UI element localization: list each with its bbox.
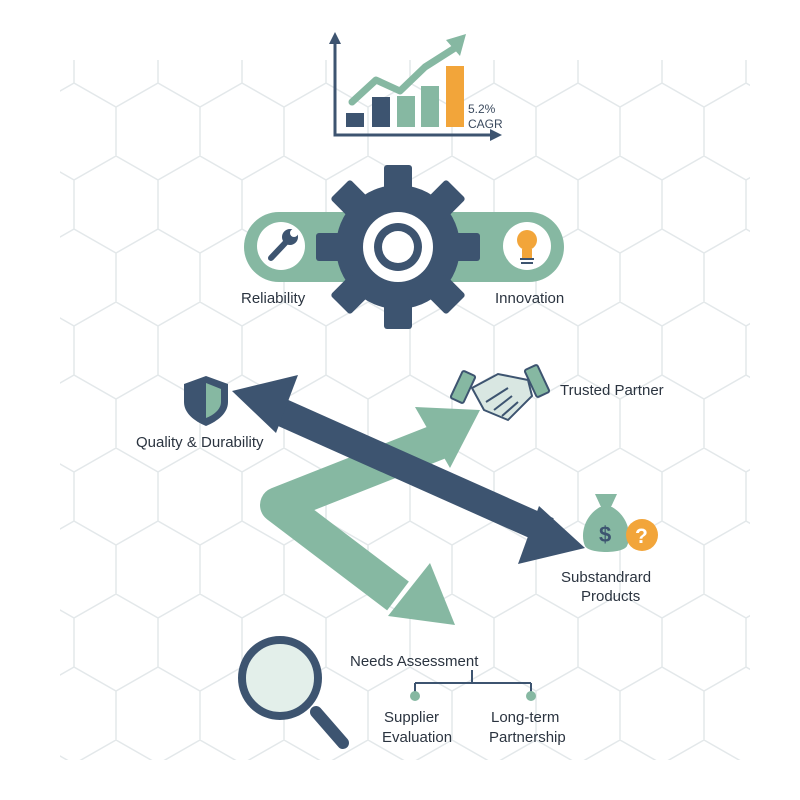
gear-icon: [316, 165, 480, 329]
growth-rate-unit: CAGR: [468, 117, 503, 131]
reliability-label: Reliability: [241, 290, 306, 307]
supplier-label-line1: Supplier: [384, 709, 439, 726]
supplier-label-line2: Evaluation: [382, 729, 452, 746]
navy-double-arrow: [232, 375, 585, 564]
supplier-node-dot: [410, 691, 420, 701]
money-bag-icon: $: [582, 494, 630, 552]
needs-assessment-label: Needs Assessment: [350, 653, 479, 670]
handshake-icon: [449, 364, 551, 422]
growth-rate-value: 5.2%: [468, 102, 496, 116]
partnership-label-line1: Long-term: [491, 709, 559, 726]
svg-text:$: $: [599, 522, 611, 547]
trusted-partner-label: Trusted Partner: [560, 382, 664, 399]
substandard-label-line1: Substandrard: [561, 569, 651, 586]
svg-text:?: ?: [635, 525, 648, 548]
question-icon: ?: [626, 519, 658, 551]
partnership-node-dot: [526, 691, 536, 701]
innovation-label: Innovation: [495, 290, 564, 307]
process-tree-connectors: [414, 670, 532, 693]
magnifier-icon: [238, 636, 349, 749]
shield-icon: [184, 376, 228, 426]
substandard-label-line2: Products: [581, 588, 640, 605]
lightbulb-icon: [503, 222, 551, 270]
growth-chart-icon: [329, 32, 502, 141]
wrench-icon: [257, 222, 305, 270]
partnership-label-line2: Partnership: [489, 729, 566, 746]
quality-label: Quality & Durability: [136, 434, 264, 451]
